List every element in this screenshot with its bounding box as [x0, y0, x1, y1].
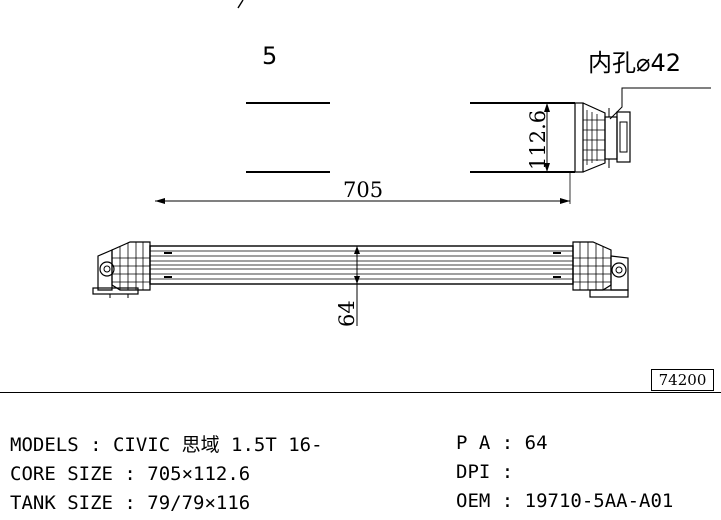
pa-row: P A : 64	[456, 432, 548, 454]
part-code: 74200	[651, 369, 714, 391]
dpi-row: DPI :	[456, 461, 514, 483]
view-number: 5	[262, 42, 277, 70]
tank-size-row: TANK SIZE : 79/79×116	[10, 492, 251, 514]
dim-height-label: 112.6	[526, 110, 550, 170]
top-view	[155, 0, 711, 204]
inner-hole-label: 内孔⌀42	[588, 49, 681, 77]
front-view	[92, 241, 629, 326]
oem-row: OEM : 19710-5AA-A01	[456, 490, 674, 512]
dim-core-label: 64	[335, 300, 359, 327]
spec-table: MODELS : CIVIC 思域 1.5T 16- CORE SIZE : 7…	[10, 428, 711, 520]
core-size-row: CORE SIZE : 705×112.6	[10, 463, 251, 485]
divider	[0, 392, 721, 393]
models-row: MODELS : CIVIC 思域 1.5T 16-	[10, 434, 323, 456]
technical-drawing: 5 内孔⌀42 112.6 705 64	[92, 0, 711, 327]
dim-length-label: 705	[343, 178, 383, 202]
